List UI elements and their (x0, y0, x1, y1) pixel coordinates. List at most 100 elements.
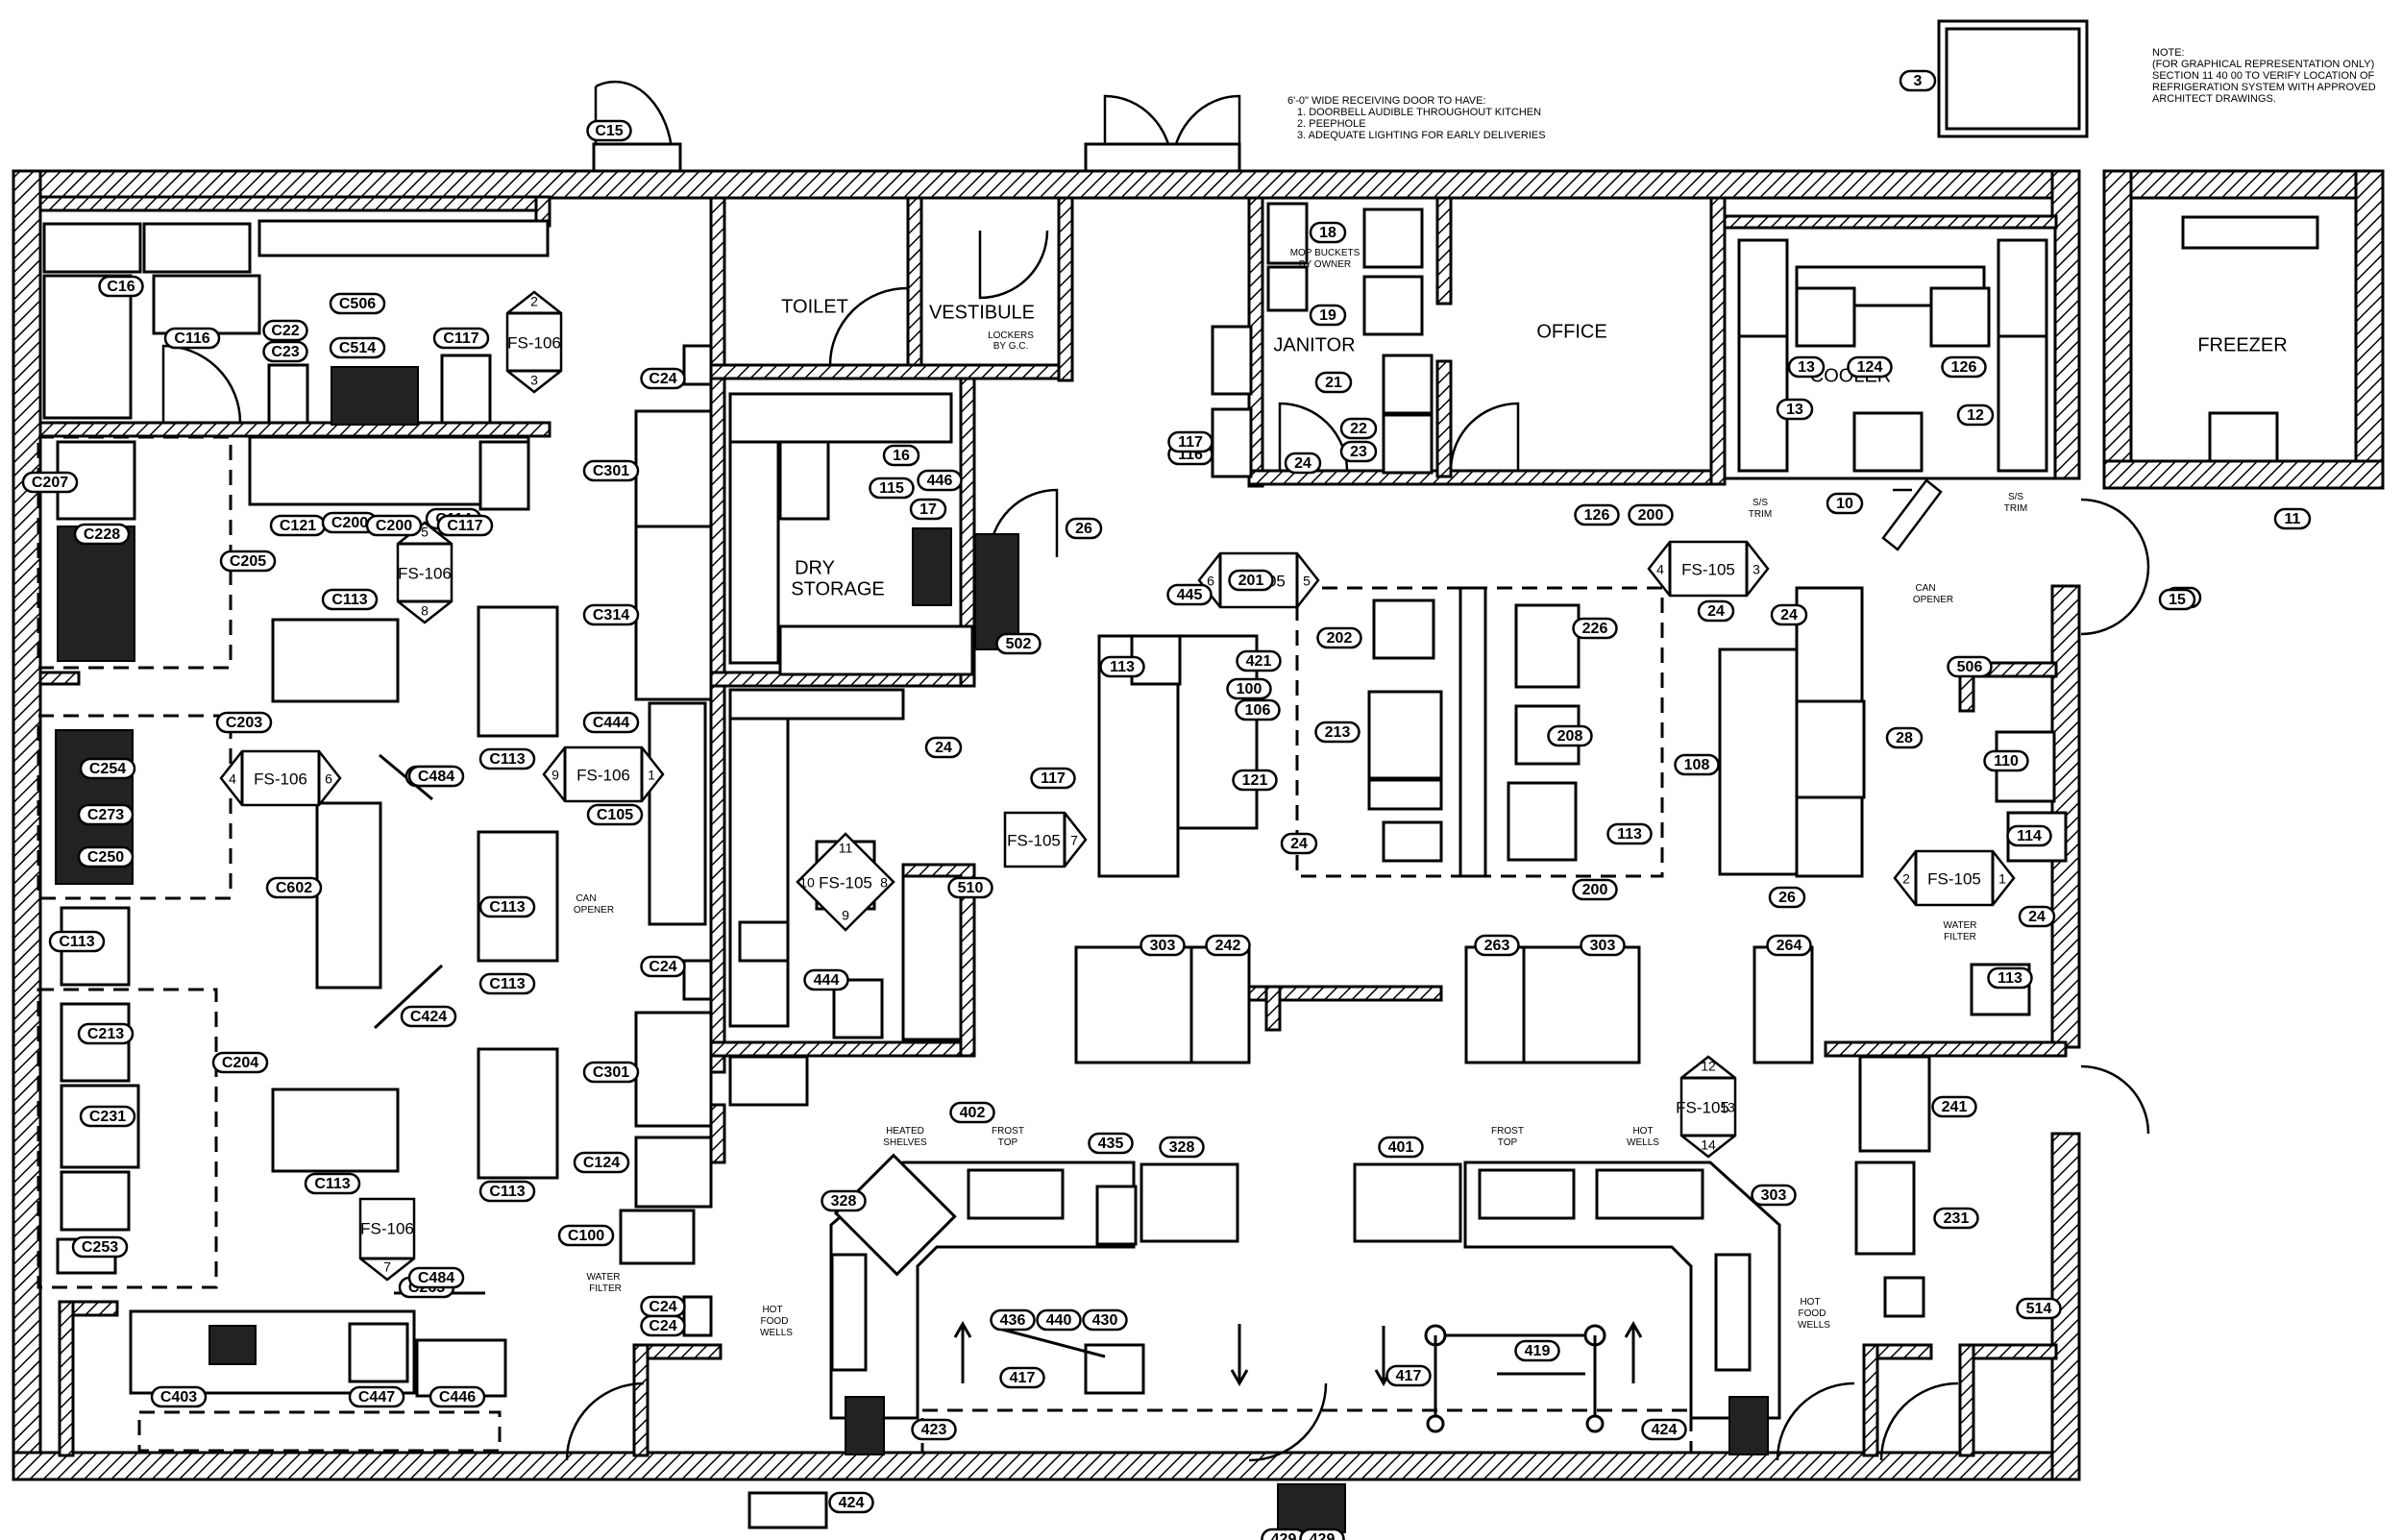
equipment-tag-label: 126 (1951, 359, 1977, 376)
svg-text:MOP BUCKETS: MOP BUCKETS (1290, 248, 1360, 258)
equipment-tag: 401 (1378, 1136, 1424, 1159)
equipment-tag-label: 303 (1590, 938, 1616, 954)
svg-text:TRIM: TRIM (1749, 509, 1772, 520)
equipment-tag-label: 303 (1150, 938, 1176, 954)
equipment-tag-label: 264 (1777, 938, 1802, 954)
equipment-tag: 421 (1236, 649, 1282, 672)
equipment-tag-label: C602 (276, 880, 312, 896)
equipment-tag-label: 28 (1896, 730, 1913, 746)
equipment-tag: C113 (48, 930, 106, 953)
equipment-tag: 242 (1205, 934, 1251, 957)
note-block: NOTE: (FOR GRAPHICAL REPRESENTATION ONLY… (2152, 47, 2376, 105)
equipment-tag-label: 402 (960, 1105, 986, 1121)
svg-text:FS-106: FS-106 (360, 1219, 414, 1237)
equipment-tag-label: 201 (1238, 573, 1264, 589)
equipment-tag-label: C16 (107, 279, 135, 295)
equipment-tag: C273 (77, 803, 135, 826)
svg-text:8: 8 (421, 603, 429, 619)
equipment-tag-label: 26 (1778, 890, 1796, 906)
equipment-tag-label: 117 (1178, 434, 1203, 451)
svg-text:FS-106: FS-106 (398, 564, 452, 582)
equipment-tag: C113 (321, 588, 379, 611)
equipment-tag: 510 (947, 876, 993, 899)
equipment-tag-label: 10 (1836, 496, 1853, 512)
equipment-tag: 126 (1574, 503, 1620, 526)
equipment-tag: 113 (1099, 655, 1145, 678)
svg-text:ARCHITECT DRAWINGS.: ARCHITECT DRAWINGS. (2152, 93, 2276, 105)
equipment-tag-label: C113 (314, 1176, 350, 1192)
svg-text:2: 2 (530, 294, 538, 309)
equipment-tag: 429 (1261, 1528, 1307, 1540)
equipment-tag-label: C113 (331, 592, 367, 608)
svg-text:7: 7 (383, 1259, 391, 1275)
svg-text:CAN: CAN (1915, 583, 1935, 594)
equipment-tag-label: 121 (1242, 772, 1268, 789)
equipment-tag: 200 (1572, 878, 1618, 901)
equipment-tags: C15C16C22C23C24C24C24C24C100C105C113C113… (21, 69, 2312, 1540)
equipment-tag-label: 22 (1350, 421, 1367, 437)
equipment-tag-label: 446 (927, 473, 953, 489)
equipment-tag: C205 (219, 550, 277, 573)
equipment-tag: C117 (436, 514, 494, 537)
svg-text:3: 3 (1752, 562, 1760, 577)
equipment-tag-label: 429 (1310, 1531, 1336, 1540)
equipment-tag-label: 213 (1325, 724, 1351, 741)
equipment-tag-label: 242 (1215, 938, 1241, 954)
svg-text:LOCKERS: LOCKERS (988, 330, 1034, 341)
fs-markers: FS-106 2 3 FS-106 5 8 FS-106 4 6 FS-106 … (219, 290, 2016, 1282)
equipment-tag-label: 328 (831, 1193, 857, 1210)
equipment-tag: 424 (828, 1491, 874, 1514)
equipment-tag: 13 (1776, 398, 1814, 421)
svg-text:WELLS: WELLS (1627, 1137, 1659, 1148)
equipment-tag-label: 113 (1998, 970, 2022, 987)
equipment-tag-label: 445 (1177, 587, 1203, 603)
equipment-tag: 117 (1167, 430, 1213, 453)
equipment-tag: C23 (262, 340, 308, 363)
equipment-tag-label: 226 (1582, 621, 1608, 637)
equipment-tag: 429 (1299, 1528, 1345, 1540)
equipment-tag: 231 (1933, 1207, 1979, 1230)
svg-text:SHELVES: SHELVES (883, 1137, 927, 1148)
equipment-tag-label: C200 (376, 518, 412, 534)
svg-text:FS-105: FS-105 (1676, 1098, 1729, 1116)
equipment-tag-label: 106 (1245, 702, 1271, 719)
equipment-tag: 202 (1316, 626, 1362, 649)
equipment-tag: 26 (1768, 886, 1806, 909)
equipment-tag: 117 (1030, 767, 1076, 790)
svg-text:TOP: TOP (998, 1137, 1018, 1148)
equipment-tag: C24 (640, 1295, 686, 1318)
equipment-tag-label: C116 (174, 330, 209, 347)
equipment-tag: 303 (1580, 934, 1626, 957)
equipment-tag-label: 114 (2017, 828, 2042, 844)
equipment-tag-label: 24 (1707, 603, 1725, 620)
equipment-tag-label: 436 (1000, 1312, 1026, 1329)
equipment-tag-label: 113 (1617, 826, 1642, 843)
equipment-tag: 213 (1314, 721, 1360, 744)
fs-marker: FS-106 7 (358, 1197, 416, 1282)
svg-text:FS-105: FS-105 (1681, 560, 1735, 578)
svg-text:FOOD: FOOD (1799, 1308, 1826, 1319)
equipment-tag-label: 401 (1388, 1139, 1414, 1156)
equipment-tag-label: 11 (2285, 511, 2301, 527)
room-label-freezer: FREEZER (2197, 334, 2287, 355)
equipment-tag: 17 (909, 498, 947, 521)
equipment-tag: C117 (432, 327, 490, 350)
equipment-tag: 200 (1628, 503, 1674, 526)
equipment-tag-label: 110 (1994, 753, 2019, 770)
equipment-tag-label: 424 (1652, 1422, 1678, 1438)
equipment-tag: 3 (1899, 69, 1937, 92)
equipment-tag-label: C113 (489, 899, 525, 916)
equipment-tag-label: C124 (583, 1155, 620, 1171)
equipment-tag-label: 429 (1271, 1531, 1297, 1540)
svg-text:13: 13 (1720, 1100, 1735, 1115)
svg-text:1: 1 (648, 768, 655, 783)
equipment-tag: 417 (999, 1366, 1045, 1389)
equipment-tag-label: 17 (919, 501, 937, 518)
equipment-tag: 13 (1787, 355, 1826, 379)
equipment-tag: C116 (163, 327, 221, 350)
equipment-tag-label: C113 (489, 1184, 525, 1200)
equipment-tag: 19 (1309, 304, 1347, 327)
equipment-tag-label: 18 (1319, 225, 1336, 241)
svg-text:14: 14 (1701, 1137, 1716, 1153)
equipment-tag-label: 423 (921, 1422, 947, 1438)
